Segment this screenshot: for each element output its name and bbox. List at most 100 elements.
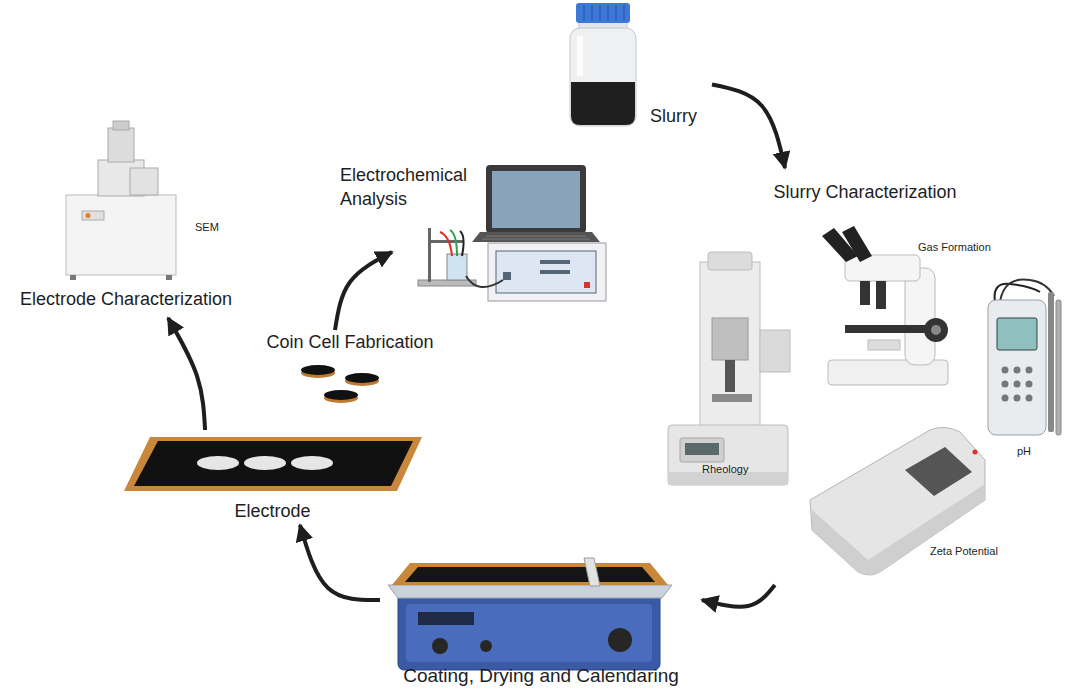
coater-frame	[392, 563, 668, 585]
instrument-node: Gas Formation	[815, 228, 1002, 392]
meter-screen	[997, 318, 1037, 350]
stage-label: Coating, Drying and Calendaring	[380, 665, 702, 688]
sem-instrument	[66, 121, 176, 280]
connector-group	[168, 85, 785, 607]
ph-meter	[988, 279, 1061, 435]
rheometer-top	[708, 252, 752, 270]
meter-button	[1014, 367, 1021, 374]
punched-disc	[291, 456, 333, 470]
stage-node: Electrode Characterization SEM	[0, 118, 252, 318]
stage-label: Electrode Characterization	[0, 289, 252, 311]
rheometer-tower	[700, 262, 760, 432]
sem-side-unit	[130, 168, 158, 195]
slurry-jar	[570, 3, 636, 126]
meter-button	[1014, 381, 1021, 388]
potentiostat-port	[503, 272, 511, 280]
sem-gun	[113, 121, 129, 130]
laptop-keys	[482, 236, 590, 239]
rheometer-panel	[680, 438, 724, 462]
coin-cell	[324, 390, 358, 400]
ph-probe	[1048, 292, 1054, 432]
coated-film	[405, 567, 655, 582]
jar-highlight	[577, 36, 583, 76]
focus-knob-center	[931, 325, 941, 335]
sem-foot	[70, 275, 76, 280]
coin-cells	[301, 365, 379, 403]
stage-label: Slurry	[650, 106, 697, 128]
instrument-node: Zeta Potential	[800, 420, 1012, 576]
stage-label: Coin Cell Fabrication	[245, 332, 455, 354]
flow-arrow	[702, 585, 775, 607]
doctor-blade	[584, 558, 600, 586]
sem-column	[108, 128, 134, 162]
stand-clamp	[428, 240, 464, 243]
focus-knob	[924, 318, 948, 342]
analyzer-lid	[905, 447, 972, 496]
sem-panel	[82, 211, 104, 220]
rheometer-arm	[760, 330, 790, 372]
rheometer-plate	[712, 394, 752, 402]
flow-arrow	[168, 318, 205, 430]
probe-cable	[1000, 279, 1054, 302]
coater-knob	[480, 640, 492, 652]
status-light	[973, 450, 978, 455]
potentiostat-body	[488, 243, 606, 301]
electrode-coating	[134, 441, 413, 486]
microscope-head	[845, 255, 920, 281]
coater-plate	[388, 585, 672, 598]
lid-ribs	[584, 5, 624, 21]
instrument-label: Rheology	[702, 463, 748, 476]
current-collector	[124, 437, 422, 491]
meter-button	[1026, 395, 1033, 402]
rheometer-base	[668, 425, 788, 485]
rheometer-head	[712, 318, 748, 360]
meter-button	[1002, 367, 1009, 374]
coater-knob	[608, 628, 632, 652]
potentiostat-station	[418, 165, 606, 301]
power-light	[584, 282, 590, 288]
stage-label: Slurry Characterization	[662, 182, 1068, 204]
laptop-screen	[492, 171, 580, 228]
rheometer-spindle	[725, 360, 735, 392]
jar-lid	[576, 3, 630, 23]
microscope-lamp	[868, 340, 900, 350]
stage-node: Electrochemical Analysis	[338, 160, 610, 252]
instrument-label: pH	[1017, 445, 1031, 458]
ph-probe	[1056, 300, 1061, 435]
punched-disc	[197, 456, 239, 470]
stage-label: Electrochemical Analysis	[340, 163, 490, 211]
coater-display	[418, 612, 474, 625]
coin-cell	[345, 373, 379, 383]
stage-node: Coating, Drying and Calendaring	[380, 555, 702, 690]
instrument-label: Gas Formation	[918, 241, 991, 254]
microscope-arm	[905, 268, 935, 365]
stage-node: Slurry CharacterizationGas Formation pH Rh…	[662, 168, 1068, 585]
meter-button	[1026, 381, 1033, 388]
rheometer	[668, 252, 790, 485]
stand-rod	[428, 228, 431, 282]
sem-cabinet	[66, 195, 176, 275]
coater-panel	[406, 604, 652, 662]
laptop-base	[472, 232, 600, 242]
flow-arrow	[712, 85, 785, 169]
stand-base	[418, 280, 476, 286]
instrument-node: Rheology	[665, 250, 795, 485]
instrument-node: pH	[1003, 282, 1065, 462]
rheometer-display	[685, 443, 719, 455]
meter-body	[988, 300, 1046, 435]
potentiostat-panel	[496, 251, 596, 293]
stage-node: Slurry	[565, 0, 712, 130]
stage-label: Electrode	[120, 501, 425, 523]
meter-button	[1002, 381, 1009, 388]
potentiostat-slot	[540, 260, 570, 264]
meter-button	[1026, 367, 1033, 374]
coater-base	[398, 592, 660, 670]
lead-wire	[440, 232, 452, 256]
flow-arrow	[300, 525, 380, 600]
instrument-label: SEM	[195, 221, 219, 234]
eyepiece	[842, 226, 872, 262]
